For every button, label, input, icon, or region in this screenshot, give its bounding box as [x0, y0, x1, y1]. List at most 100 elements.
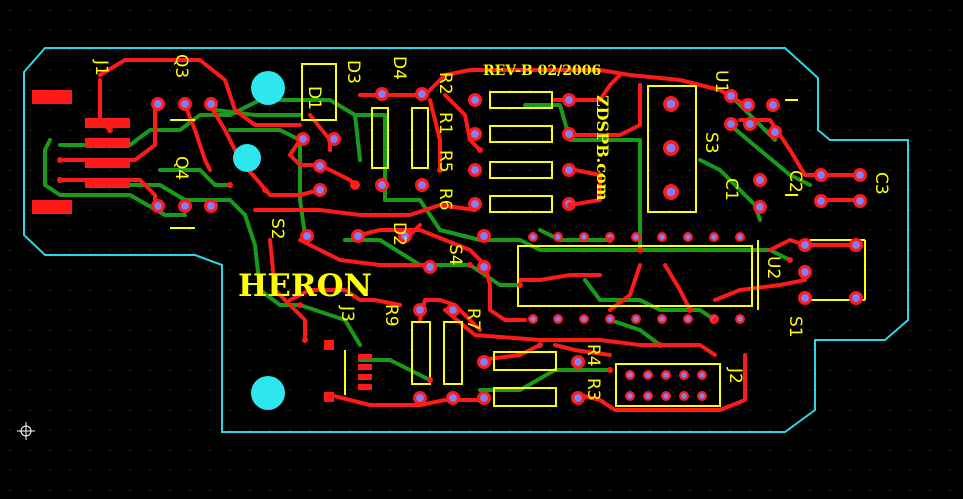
pad-hole [663, 372, 669, 378]
mounting-hole [251, 376, 285, 410]
refdes-s2: S2 [267, 218, 287, 240]
pad-hole [418, 90, 426, 98]
pad-hole [659, 234, 665, 240]
via [107, 127, 113, 133]
pad-hole [565, 130, 573, 138]
refdes-d3: D3 [343, 60, 363, 84]
refdes-u1: U1 [711, 70, 731, 93]
pad-hole [416, 394, 424, 402]
c-marks [785, 99, 798, 196]
pad-hole [746, 120, 754, 128]
refdes-s1: S1 [785, 316, 805, 338]
pad-hole [303, 232, 311, 240]
refdes-r9: R9 [381, 304, 401, 327]
pad-hole [471, 166, 479, 174]
via [297, 302, 303, 308]
via [607, 237, 613, 243]
refdes-q3: Q3 [171, 54, 191, 78]
d4-body [411, 107, 429, 169]
pad-hole [581, 234, 587, 240]
pad-hole [771, 128, 779, 136]
pad-hole [555, 316, 561, 322]
via [437, 167, 443, 173]
pad-hole [207, 202, 215, 210]
pad-hole [154, 100, 162, 108]
pad-hole [856, 197, 864, 205]
component-outlines [170, 63, 866, 407]
pad-hole [471, 130, 479, 138]
pad-hole [681, 393, 687, 399]
via [427, 377, 433, 383]
origin-crosshair-icon [17, 422, 35, 440]
refdes-r6: R6 [435, 188, 455, 211]
pad-hole [744, 101, 752, 109]
j3-connector-pads [324, 340, 372, 402]
pad-hole [666, 143, 676, 153]
s3-outline [647, 85, 697, 213]
via [302, 337, 308, 343]
mounting-hole [233, 144, 261, 172]
via [467, 262, 473, 268]
refdes-r4: R4 [583, 344, 603, 367]
pad-hole [181, 202, 189, 210]
pad-hole [633, 316, 639, 322]
pad-hole [663, 393, 669, 399]
pad-hole [565, 96, 573, 104]
r3-body [493, 387, 557, 407]
refdes-s4: S4 [445, 244, 465, 266]
pad-hole [530, 316, 536, 322]
pad-hole [685, 234, 691, 240]
pad-hole [426, 263, 434, 271]
silkscreen-text: REV-B 02/2006 HERON ZDSPB.com J1 Q3 Q4 D… [91, 54, 891, 401]
via [352, 182, 358, 188]
pad-hole [416, 306, 424, 314]
pad-hole [645, 372, 651, 378]
via [787, 257, 793, 263]
pad-hole [574, 358, 582, 366]
pad-hole [574, 394, 582, 402]
refdes-c1: C1 [721, 178, 741, 201]
refdes-r1: R1 [435, 112, 455, 135]
pad-hole [471, 96, 479, 104]
pad-hole [154, 202, 162, 210]
pad-hole [817, 197, 825, 205]
j2-outline [615, 363, 721, 407]
pad-hole [852, 294, 860, 302]
q-outlines [170, 119, 195, 229]
via [477, 147, 483, 153]
refdes-q4: Q4 [171, 156, 191, 180]
board-name-label: HERON [238, 268, 372, 304]
pad-hole [685, 316, 691, 322]
board-outline [23, 47, 909, 433]
r1-body [489, 125, 553, 143]
refdes-j1: J1 [91, 59, 111, 76]
revision-label: REV-B 02/2006 [483, 63, 601, 79]
pad-hole [471, 200, 479, 208]
pad-hole [627, 372, 633, 378]
pad-hole [727, 120, 735, 128]
pad-hole [330, 135, 338, 143]
via [637, 247, 643, 253]
pad-hole [530, 234, 536, 240]
pad-hole [181, 100, 189, 108]
r7-body [443, 321, 463, 385]
pad-hole [627, 393, 633, 399]
pad-hole [378, 181, 386, 189]
pad-hole [699, 372, 705, 378]
pad-hole [756, 176, 764, 184]
via [712, 317, 718, 323]
refdes-j3: J3 [337, 305, 357, 322]
pad-hole [737, 316, 743, 322]
pad-hole [711, 234, 717, 240]
pad-hole [666, 99, 676, 109]
via [517, 282, 523, 288]
pad-hole [856, 171, 864, 179]
pad-hole [681, 372, 687, 378]
refdes-u2: U2 [763, 256, 783, 279]
pad-hole [480, 358, 488, 366]
pad-hole [480, 232, 488, 240]
d1-outline [301, 63, 337, 121]
pad-hole [699, 393, 705, 399]
pad-hole [354, 232, 362, 240]
